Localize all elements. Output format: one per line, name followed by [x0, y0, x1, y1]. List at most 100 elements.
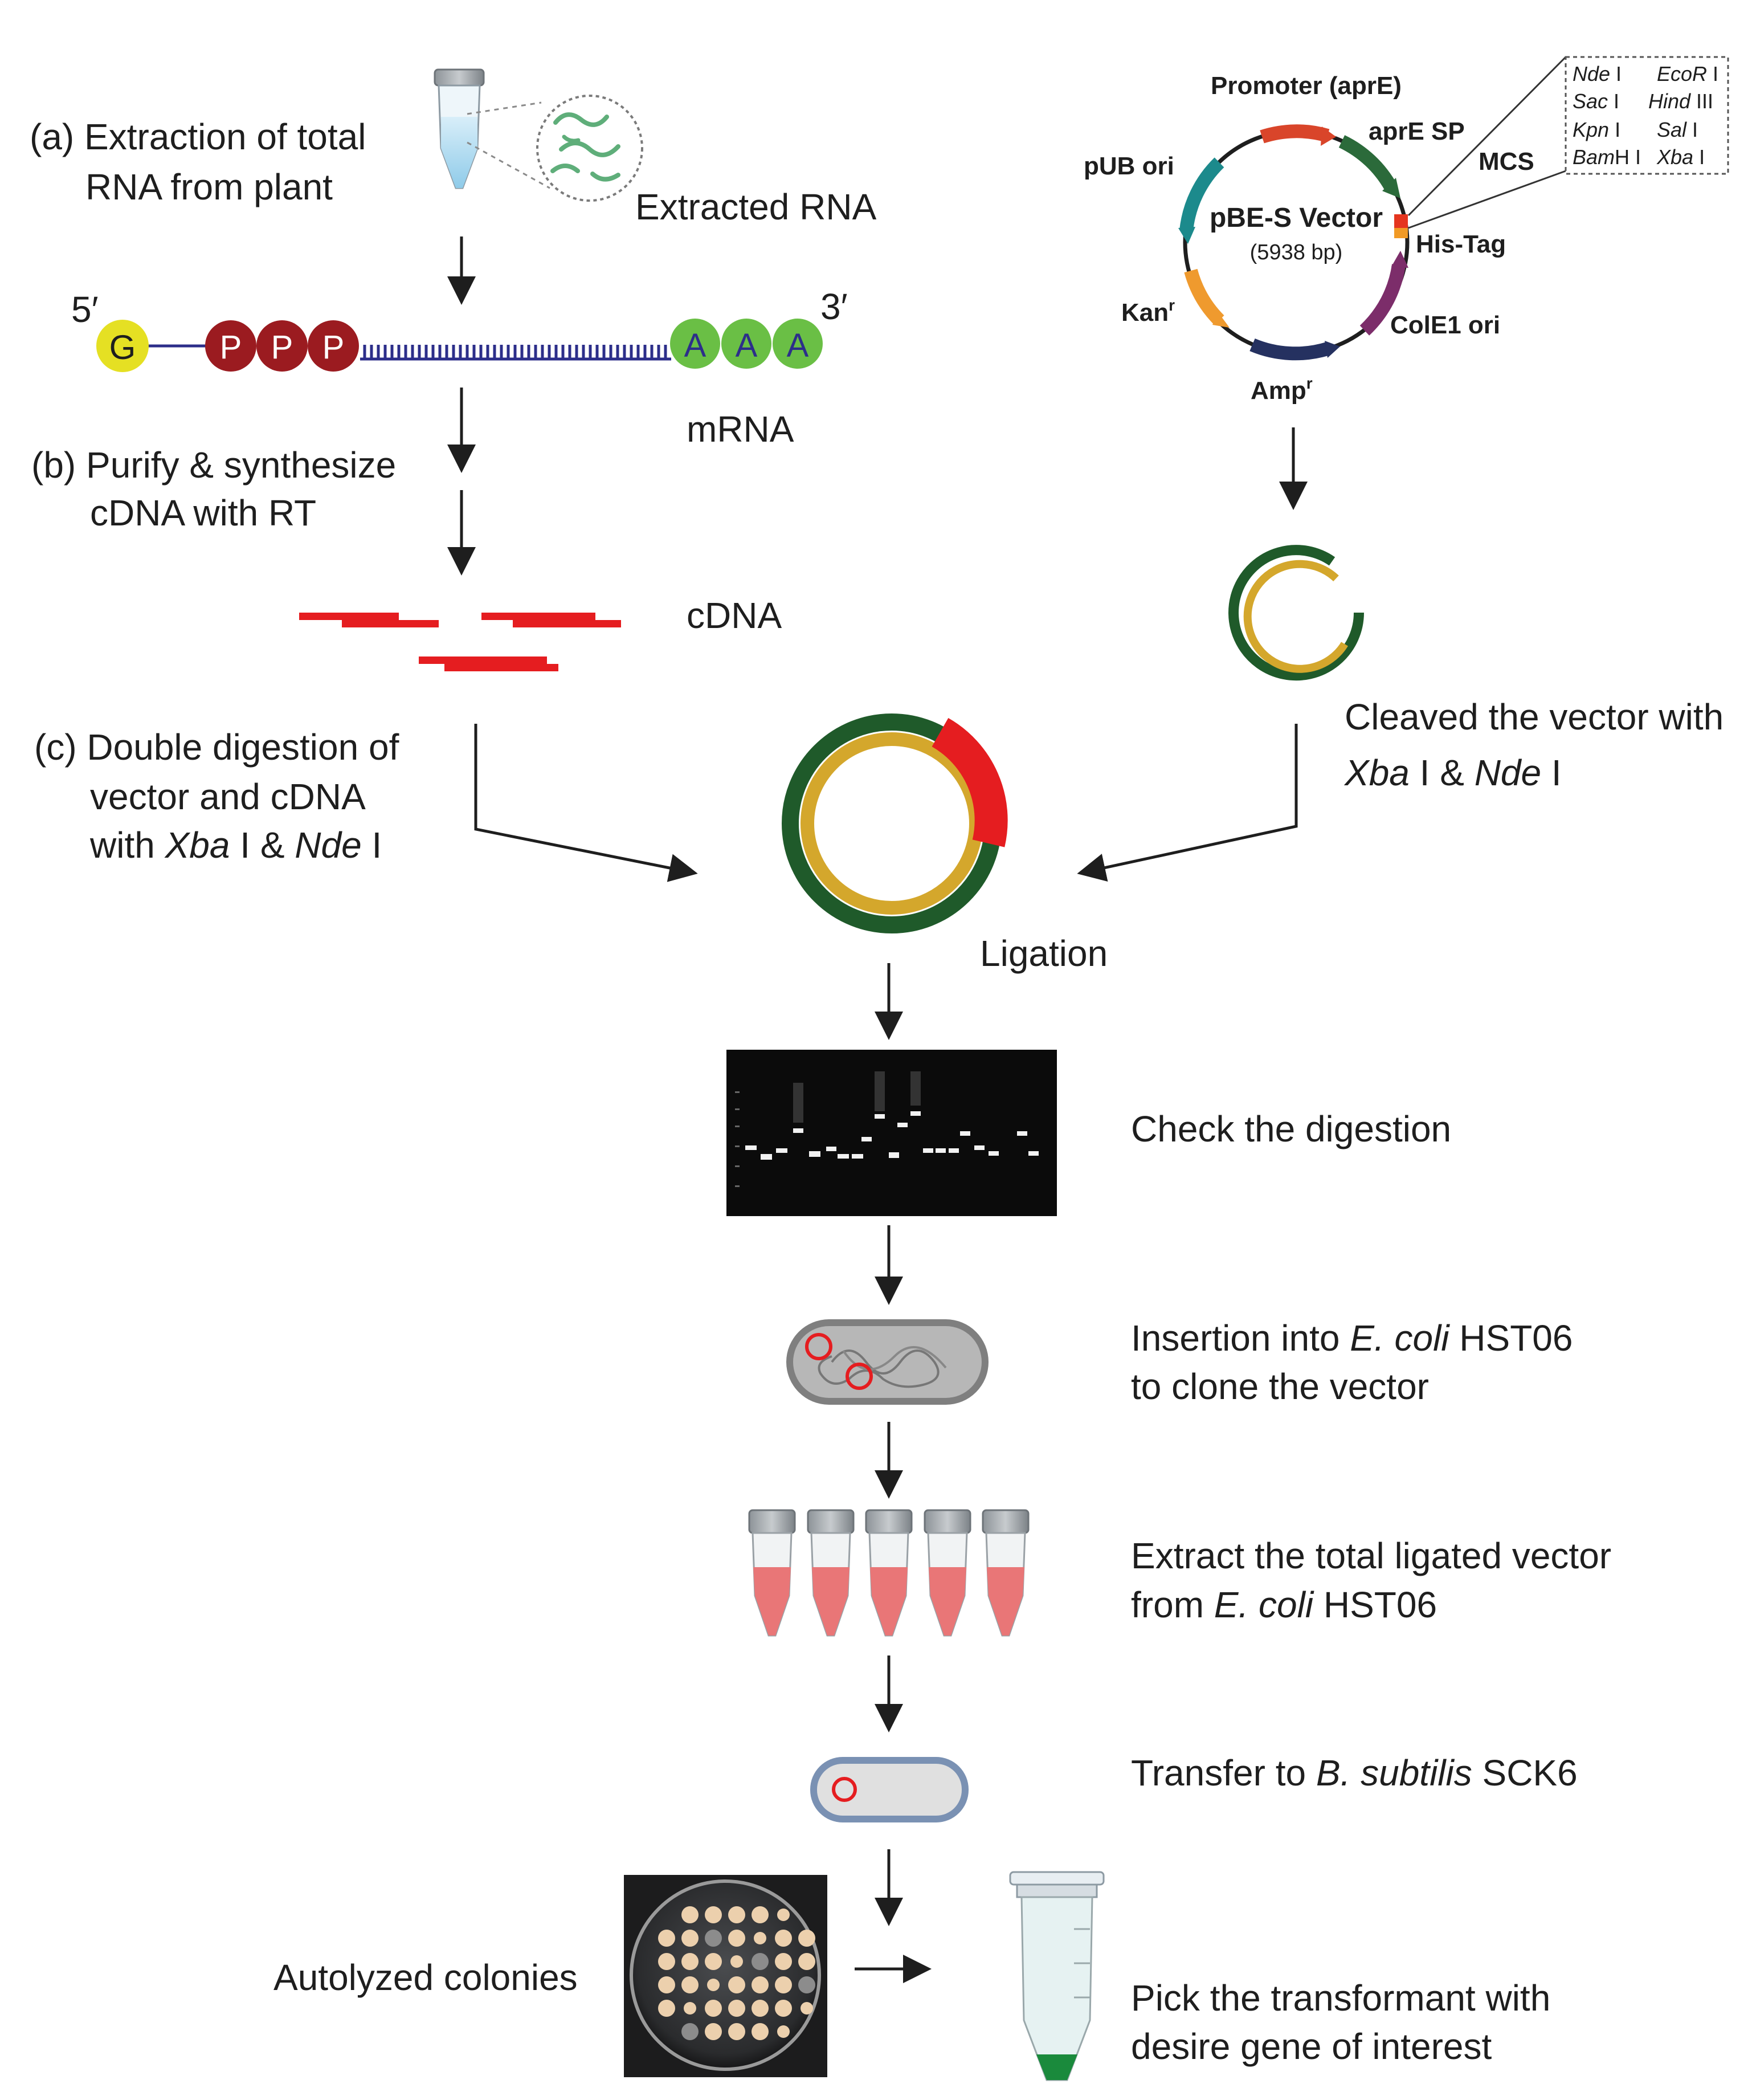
step-a-line1: (a) Extraction of total: [30, 116, 366, 157]
colony: [752, 1906, 769, 1923]
svg-text:P: P: [220, 329, 242, 366]
colony: [658, 2000, 675, 2017]
pick-line1: Pick the transformant with: [1131, 1977, 1550, 2019]
rna-extraction-tube-icon: [434, 68, 550, 189]
colony: [777, 2025, 790, 2038]
rna-strands-magnifier-icon: [536, 95, 643, 202]
colony: [754, 1932, 766, 1944]
transfer-label: Transfer to B. subtilis SCK6: [1131, 1752, 1578, 1793]
mcs-site-ecor: EcoR I: [1657, 62, 1718, 85]
pub-ori-label: pUB ori: [1084, 152, 1174, 180]
colony: [752, 1976, 769, 1993]
mcs-site-nde: Nde I: [1573, 62, 1622, 85]
mcs-site-kpn: Kpn I: [1573, 118, 1620, 141]
autolyzed-colonies-label: Autolyzed colonies: [273, 1957, 578, 1998]
svg-text:P: P: [271, 329, 293, 366]
colony: [752, 2000, 769, 2017]
arrow-cdna-to-ligation: [474, 724, 698, 882]
cdna-label: cDNA: [687, 595, 782, 636]
colony: [730, 1955, 743, 1968]
transformant-tube-icon: [1009, 1871, 1105, 2081]
colony: [681, 1906, 699, 1923]
vector-name: pBE-S Vector: [1210, 203, 1383, 233]
tube-icon: [807, 1509, 855, 1637]
insertion-line1: Insertion into E. coli HST06: [1131, 1318, 1573, 1359]
plasmid-in-ecoli-1: [805, 1333, 832, 1360]
colony: [777, 1909, 790, 1921]
colony: [658, 1976, 675, 1993]
tube-icon: [924, 1509, 971, 1637]
ecoli-cell-icon: [786, 1319, 989, 1405]
mcs-site-bamh: BamH I: [1573, 145, 1641, 169]
ligation-label: Ligation: [980, 933, 1108, 974]
amp-label: Ampr: [1251, 374, 1313, 405]
colony: [728, 1906, 745, 1923]
colony: [775, 2000, 792, 2017]
colony: [775, 1953, 792, 1970]
colony: [705, 1906, 722, 1923]
svg-text:A: A: [787, 327, 809, 364]
cole1-label: ColE1 ori: [1390, 311, 1500, 339]
colony: [801, 2002, 813, 2015]
mrna-label: mRNA: [687, 409, 794, 450]
promoter-label: Promoter (aprE): [1211, 72, 1402, 100]
apre-sp-label: aprE SP: [1369, 117, 1465, 145]
cleaved-vector-icon: [1228, 545, 1364, 681]
vector-size: (5938 bp): [1250, 240, 1343, 264]
insertion-line2: to clone the vector: [1131, 1366, 1429, 1407]
colony: [798, 1953, 815, 1970]
extraction-tubes: [748, 1509, 1030, 1637]
agarose-gel-image: [726, 1050, 1057, 1216]
kan-label: Kanr: [1121, 296, 1175, 327]
step-c-line1: (c) Double digestion of: [34, 727, 399, 768]
cleaved-line2: Xba I & Nde I: [1343, 752, 1562, 793]
svg-text:P: P: [322, 329, 345, 366]
colony: [798, 1930, 815, 1947]
colony: [681, 1976, 699, 1993]
colony: [728, 1930, 745, 1947]
apre-sp-arc: [1338, 135, 1398, 191]
extracted-rna-label: Extracted RNA: [635, 186, 877, 227]
pbe-s-vector-map: pBE-S Vector (5938 bp) Promoter (aprE) a…: [1084, 56, 1729, 405]
step-b-line2: cDNA with RT: [90, 492, 316, 533]
three-prime-label: 3′: [820, 286, 848, 327]
colony: [728, 1976, 745, 1993]
mcs-site-xba: Xba I: [1656, 145, 1705, 169]
check-digestion-label: Check the digestion: [1131, 1108, 1451, 1149]
arrow-cleaved-to-ligation: [1077, 724, 1298, 882]
cdna-fragments: [299, 613, 621, 671]
tube-icon: [982, 1509, 1030, 1637]
step-a-line2: RNA from plant: [85, 166, 333, 207]
step-b-line1: (b) Purify & synthesize: [31, 445, 396, 486]
colony: [752, 1953, 769, 1970]
poly-a-1: [670, 319, 720, 369]
step-c-line3: with Xba I & Nde I: [89, 825, 382, 866]
colony: [658, 1953, 675, 1970]
colony: [681, 1930, 699, 1947]
autolyzed-colonies-plate-image: [624, 1875, 827, 2077]
five-prime-label: 5′: [71, 289, 99, 330]
kan-arc: [1184, 268, 1224, 325]
colony: [775, 1930, 792, 1947]
mcs-box: [1394, 214, 1408, 228]
mcs-site-sac: Sac I: [1573, 89, 1619, 113]
cleaved-line1: Cleaved the vector with: [1345, 696, 1724, 737]
colony: [728, 2000, 745, 2017]
plasmid-in-ecoli-2: [846, 1363, 873, 1390]
colony: [705, 1953, 722, 1970]
phosphate-3: [308, 320, 359, 372]
colony: [681, 2023, 699, 2040]
colony: [705, 2000, 722, 2017]
mcs-site-hind: Hind III: [1648, 89, 1713, 113]
phosphate-1: [205, 320, 256, 372]
extract-line1: Extract the total ligated vector: [1131, 1535, 1611, 1576]
colony: [705, 2023, 722, 2040]
poly-a-3: [773, 319, 823, 369]
pub-ori-arc: [1179, 157, 1224, 232]
his-tag-label: His-Tag: [1416, 230, 1506, 258]
mrna-diagram: 5′ G P P P A A A 3′: [71, 286, 848, 372]
svg-text:G: G: [109, 328, 136, 366]
colony: [728, 2023, 745, 2040]
his-tag-box: [1394, 228, 1408, 238]
